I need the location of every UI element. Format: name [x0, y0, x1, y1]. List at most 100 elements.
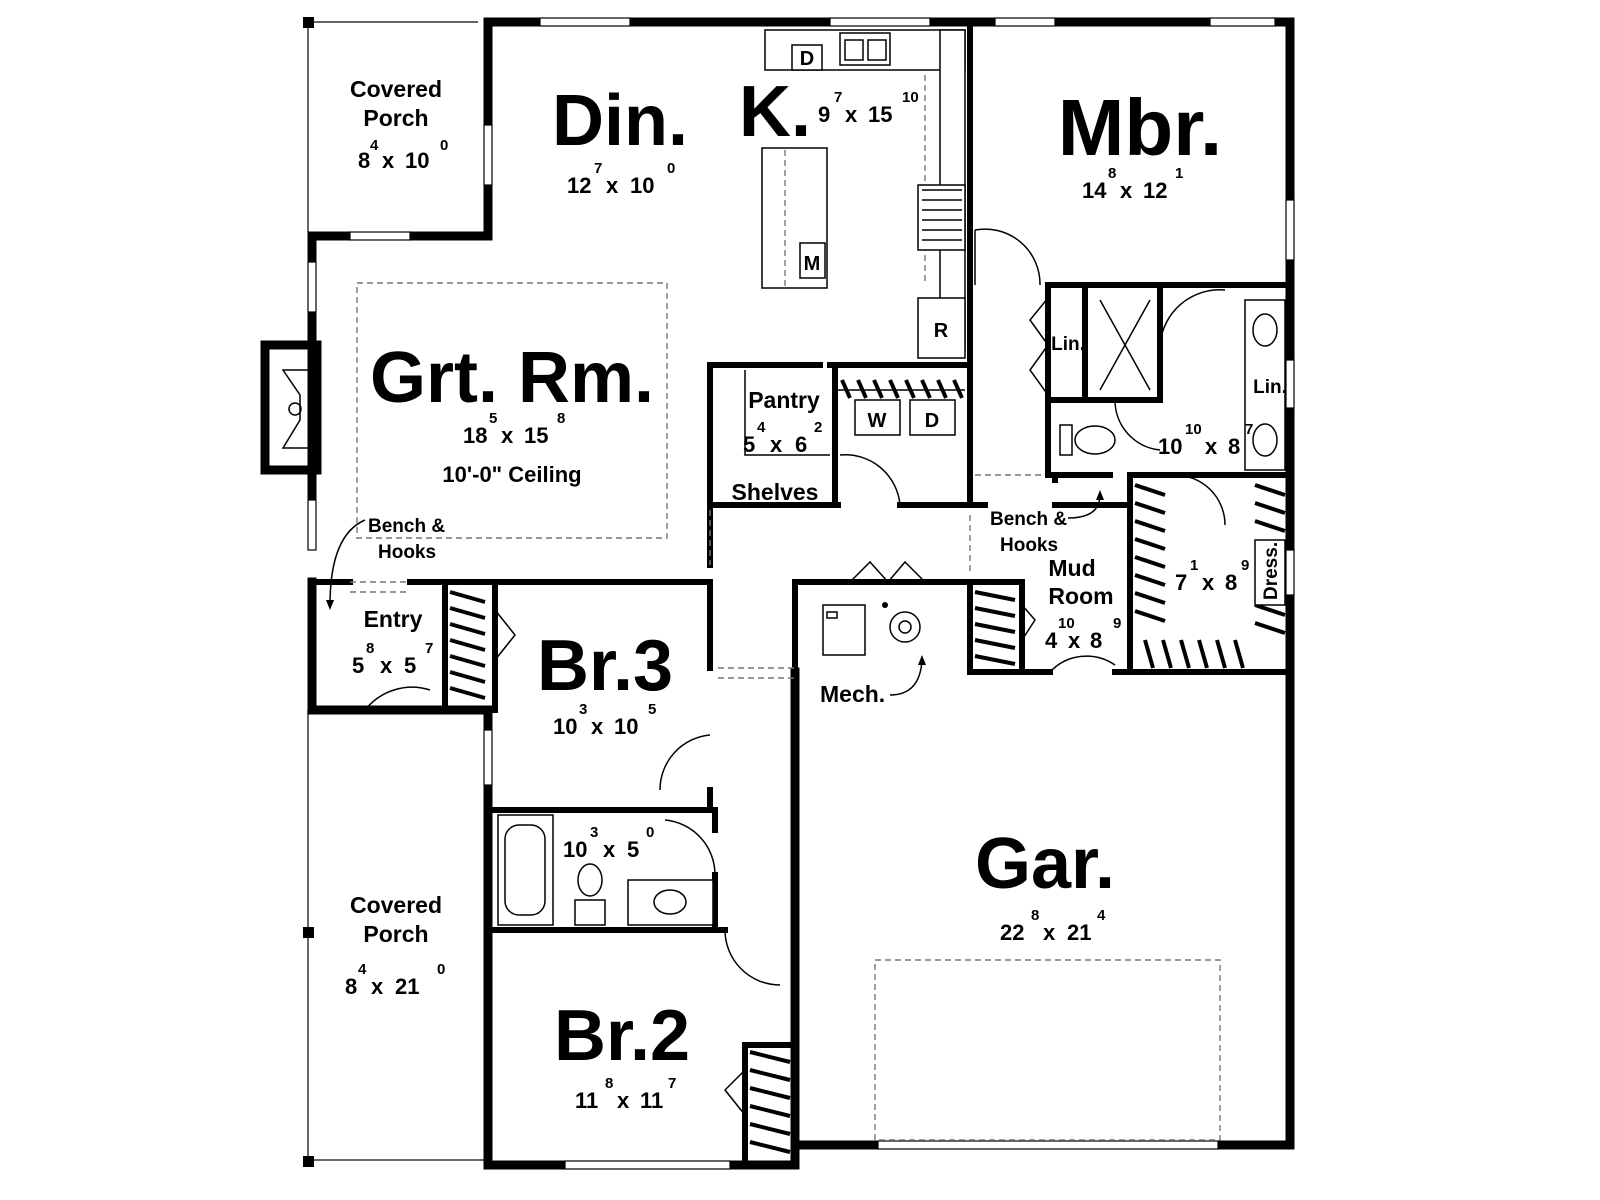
bench-hooks-2-line1: Bench &	[990, 509, 1067, 530]
dryer	[909, 399, 956, 436]
vanity-bath2	[627, 879, 714, 926]
pantry-x: x	[770, 432, 783, 457]
great-room-h: 15	[524, 423, 548, 448]
porch-top-label-1: Covered	[350, 76, 442, 102]
entry-label: Entry	[364, 606, 423, 632]
dining-w-in: 7	[594, 160, 602, 177]
porch-top-label-2: Porch	[363, 105, 428, 131]
master-x: x	[1120, 178, 1133, 203]
porch-bottom-label-2: Porch	[363, 921, 428, 947]
dishwasher	[791, 44, 823, 71]
room-bath2: 10 3 x 5 0	[563, 824, 654, 862]
fireplace	[260, 340, 322, 475]
refrigerator-label: R	[934, 320, 949, 342]
laundry-fixtures: W D	[838, 379, 965, 436]
great-room-ceiling: 10'-0" Ceiling	[442, 462, 581, 487]
room-br2: Br.2 11 8 x 11 7	[554, 996, 690, 1113]
room-porch-bottom: Covered Porch 8 4 x 21 0	[345, 892, 445, 999]
br2-label: Br.2	[554, 996, 690, 1076]
master-h: 12	[1143, 178, 1167, 203]
great-room-w-in: 5	[489, 410, 497, 427]
master-label: Mbr.	[1058, 83, 1222, 172]
kitchen-x: x	[845, 102, 858, 127]
porch-top-w: 8	[358, 148, 370, 173]
porch-bottom-w: 8	[345, 974, 357, 999]
pantry-label: Pantry	[748, 387, 820, 413]
master-bath-fixtures	[1059, 299, 1286, 471]
great-room-label: Grt. Rm.	[370, 338, 654, 418]
room-mech: Mech.	[820, 681, 885, 707]
room-master-bath: Lin. Lin. 10 10 x 8 7	[1051, 334, 1287, 459]
br2-h: 11	[640, 1088, 663, 1113]
room-garage: Gar. 22 8 x 21 4	[975, 824, 1115, 945]
room-mud: Bench & Hooks Mud Room 4 10 x 8 9	[990, 509, 1121, 653]
porch-top-x: x	[382, 148, 395, 173]
garage-x: x	[1043, 920, 1056, 945]
washer	[854, 399, 901, 436]
bench-hooks-1-line2: Hooks	[378, 542, 436, 563]
kitchen-h-in: 10	[902, 89, 919, 106]
pantry-w: 5	[743, 432, 755, 457]
entry-h: 5	[404, 653, 416, 678]
mud-room-label-1: Mud	[1048, 555, 1095, 581]
br2-w-in: 8	[605, 1075, 613, 1092]
doors	[364, 228, 1226, 1116]
mud-room-x: x	[1068, 628, 1081, 653]
mech-fixtures	[822, 602, 921, 656]
bath2-fixtures	[497, 814, 714, 926]
great-room-x: x	[501, 423, 514, 448]
pantry-shelves-label: Shelves	[732, 479, 819, 505]
room-dining: Din. 12 7 x 10 0	[552, 81, 688, 198]
dining-w: 12	[567, 173, 591, 198]
br3-w-in: 3	[579, 701, 587, 718]
dryer-label: D	[925, 410, 939, 432]
garage-h: 21	[1067, 920, 1091, 945]
entry-w: 5	[352, 653, 364, 678]
porch-top-w-in: 4	[370, 137, 379, 154]
porch-bottom-x: x	[371, 974, 384, 999]
porch-top-h: 10	[405, 148, 429, 173]
pantry-h-in: 2	[814, 419, 822, 436]
master-w-in: 8	[1108, 165, 1116, 182]
dining-label: Din.	[552, 81, 688, 161]
room-kitchen: K. 9 7 x 15 10	[739, 72, 919, 152]
master-closet-x: x	[1202, 570, 1215, 595]
room-master-closet: 7 1 x 8 9 Dress.	[1175, 542, 1282, 600]
master-bath-w: 10	[1158, 434, 1182, 459]
bath2-h: 5	[627, 837, 639, 862]
master-closet-h: 8	[1225, 570, 1237, 595]
dashed-openings	[350, 282, 1221, 1141]
toilet-master	[1074, 425, 1116, 455]
master-bath-w-in: 10	[1185, 421, 1202, 438]
callout-arrows	[326, 490, 1104, 696]
br3-h-in: 5	[648, 701, 656, 718]
dining-x: x	[606, 173, 619, 198]
refrigerator	[917, 297, 966, 359]
master-w: 14	[1082, 178, 1107, 203]
pantry-shelves	[744, 370, 830, 456]
master-h-in: 1	[1175, 165, 1183, 182]
room-great-room: Grt. Rm. 18 5 x 15 8 10'-0" Ceiling	[370, 338, 654, 487]
br3-label: Br.3	[537, 626, 673, 706]
garage-h-in: 4	[1097, 907, 1106, 924]
bath2-h-in: 0	[646, 824, 654, 841]
room-master: Mbr. 14 8 x 12 1	[1058, 83, 1222, 203]
porch-bottom-w-in: 4	[358, 961, 367, 978]
bench-hooks-entry: Bench & Hooks	[368, 516, 445, 563]
pantry-h: 6	[795, 432, 807, 457]
linen-2-label: Lin.	[1253, 377, 1287, 398]
garage-w: 22	[1000, 920, 1024, 945]
br3-h: 10	[614, 714, 638, 739]
porch-bottom-h-in: 0	[437, 961, 445, 978]
room-entry: Entry 5 8 x 5 7	[352, 606, 433, 678]
porch-top-h-in: 0	[440, 137, 448, 154]
bench-hooks-2-line2: Hooks	[1000, 535, 1058, 556]
br2-x: x	[617, 1088, 630, 1113]
windows	[307, 17, 1295, 1170]
br3-w: 10	[553, 714, 577, 739]
mud-room-label-2: Room	[1048, 583, 1113, 609]
room-pantry: Pantry 5 4 x 6 2 Shelves	[732, 387, 823, 505]
kitchen-h: 15	[868, 102, 892, 127]
kitchen-w: 9	[818, 102, 830, 127]
